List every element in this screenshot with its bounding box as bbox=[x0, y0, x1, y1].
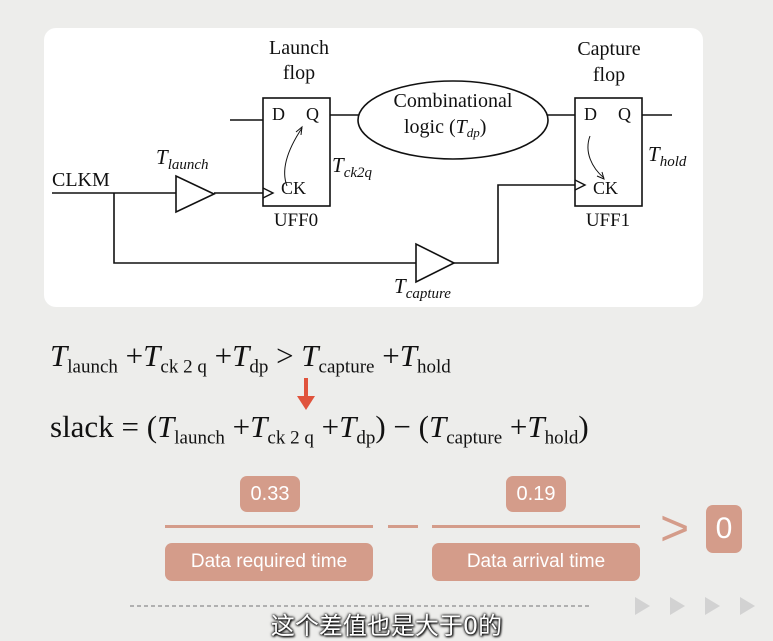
slack-equation: slack = (Tlaunch +Tck 2 q +Tdp) − (Tcapt… bbox=[50, 409, 589, 450]
uff1-label: UFF1 bbox=[586, 210, 630, 231]
eq2-t-capture: T bbox=[428, 409, 447, 444]
uff1-hold-arrow bbox=[587, 135, 605, 179]
video-subtitle: 这个差值也是大于0的 bbox=[270, 612, 503, 640]
comb-logic-sub: dp bbox=[467, 125, 481, 140]
eq2-t-ck2q: T bbox=[250, 409, 268, 444]
value-badge-left: 0.33 bbox=[240, 476, 300, 512]
eq1-sub-hold: hold bbox=[416, 356, 451, 378]
capture-flop-label-line2: flop bbox=[593, 64, 625, 86]
eq1-sub-dp: dp bbox=[249, 356, 269, 378]
eq1-t-capture: T bbox=[301, 338, 319, 373]
uff1-pin-q: Q bbox=[618, 104, 631, 124]
eq2-right-paren-2: ) bbox=[578, 409, 589, 444]
comb-logic-T: T bbox=[456, 116, 469, 138]
eq1-sub-capture: capture bbox=[318, 356, 375, 378]
eq1-sub-launch: launch bbox=[67, 356, 118, 378]
eq2-sub-capture: capture bbox=[446, 427, 503, 449]
t-hold-label: Thold bbox=[648, 142, 687, 170]
uff1-clock-marker bbox=[574, 179, 587, 191]
play-arrow-icon bbox=[740, 597, 755, 615]
circuit-diagram-panel: Launch flop Capture flop D Q CK UFF0 D Q… bbox=[44, 28, 703, 307]
t-launch-label: Tlaunch bbox=[156, 145, 209, 173]
uff0-pin-d: D bbox=[272, 104, 285, 124]
launch-flop-label-line1: Launch bbox=[269, 37, 329, 59]
capture-clock-wire bbox=[454, 184, 575, 264]
eq2-slack: slack bbox=[50, 409, 114, 444]
eq2-sub-launch: launch bbox=[174, 427, 225, 449]
t-launch-T: T bbox=[156, 145, 169, 169]
play-arrow-icon bbox=[635, 597, 650, 615]
eq2-left-paren-1: ( bbox=[146, 409, 158, 444]
data-arrival-time-label: Data arrival time bbox=[432, 543, 640, 581]
uff0-pin-q: Q bbox=[306, 104, 319, 124]
launch-clock-buffer bbox=[175, 174, 216, 214]
eq1-t-hold: T bbox=[399, 338, 417, 373]
uff0-pin-ck: CK bbox=[281, 178, 306, 198]
t-hold-sub: hold bbox=[660, 154, 687, 170]
red-down-arrow-icon bbox=[297, 378, 315, 410]
play-arrow-icon bbox=[705, 597, 720, 615]
t-hold-T: T bbox=[648, 142, 661, 166]
capture-flop-box bbox=[574, 97, 643, 207]
setup-inequality: Tlaunch +Tck 2 q +Tdp > Tcapture +Thold bbox=[50, 338, 451, 379]
eq2-sub-ck2q: ck 2 q bbox=[267, 427, 314, 449]
eq2-t-dp: T bbox=[339, 409, 357, 444]
minus-dash bbox=[388, 525, 418, 528]
comb-logic-text: logic ( bbox=[404, 116, 456, 138]
capture-flop-label-line1: Capture bbox=[577, 38, 640, 60]
t-ck2q-sub: ck2q bbox=[344, 165, 373, 181]
t-capture-label: Tcapture bbox=[394, 274, 451, 302]
eq2-left-paren-2: ( bbox=[418, 409, 429, 444]
eq2-right-paren-1: ) bbox=[375, 409, 386, 444]
uff0-clk-to-q-arrow bbox=[284, 127, 303, 187]
value-badge-right: 0.19 bbox=[506, 476, 566, 512]
t-capture-T: T bbox=[394, 274, 407, 298]
eq2-plus-1: + bbox=[232, 409, 251, 444]
comb-logic-close: ) bbox=[480, 116, 487, 138]
timing-circuit-diagram: Launch flop Capture flop D Q CK UFF0 D Q… bbox=[52, 37, 687, 302]
capture-clock-path-wire bbox=[113, 193, 416, 264]
zero-badge: 0 bbox=[706, 505, 742, 553]
play-arrow-icon bbox=[670, 597, 685, 615]
eq1-t-dp: T bbox=[232, 338, 250, 373]
right-underline bbox=[432, 525, 640, 528]
eq1-t-launch: T bbox=[50, 338, 68, 373]
eq2-sub-dp: dp bbox=[356, 427, 376, 449]
clkm-label: CLKM bbox=[52, 169, 110, 191]
uff1-pin-ck: CK bbox=[593, 178, 618, 198]
comb-logic-label-line2: logic (Tdp) bbox=[404, 116, 486, 140]
combinational-logic-cloud bbox=[357, 80, 549, 160]
greater-than-symbol: > bbox=[660, 500, 690, 556]
data-required-time-label: Data required time bbox=[165, 543, 373, 581]
launch-flop-label-line2: flop bbox=[283, 62, 315, 84]
eq1-plus-2: + bbox=[214, 338, 233, 373]
t-ck2q-label: Tck2q bbox=[332, 153, 373, 181]
launch-flop-box bbox=[262, 97, 331, 207]
t-capture-sub: capture bbox=[406, 286, 452, 302]
eq1-sub-ck2q: ck 2 q bbox=[160, 356, 207, 378]
eq2-t-launch: T bbox=[157, 409, 175, 444]
uff0-label: UFF0 bbox=[274, 210, 318, 231]
eq1-plus-1: + bbox=[125, 338, 144, 373]
t-launch-sub: launch bbox=[168, 157, 209, 173]
eq1-greater-than: > bbox=[276, 338, 294, 373]
eq2-plus-2: + bbox=[321, 409, 340, 444]
decorative-arrow-row bbox=[130, 597, 755, 615]
eq2-minus: − bbox=[393, 409, 411, 444]
uff0-clk-to-q-arrowhead bbox=[295, 125, 303, 136]
eq2-sub-hold: hold bbox=[544, 427, 579, 449]
eq2-t-hold: T bbox=[527, 409, 545, 444]
comb-logic-label-line1: Combinational bbox=[394, 90, 513, 112]
uff0-clock-marker bbox=[262, 187, 275, 199]
uff1-pin-d: D bbox=[584, 104, 597, 124]
uff1-hold-arrowhead bbox=[596, 171, 605, 180]
capture-clock-buffer bbox=[415, 242, 456, 284]
eq1-plus-3: + bbox=[382, 338, 400, 373]
eq1-t-ck2q: T bbox=[143, 338, 161, 373]
eq2-equals: = bbox=[121, 409, 139, 444]
left-underline bbox=[165, 525, 373, 528]
eq2-plus-3: + bbox=[509, 409, 528, 444]
t-ck2q-T: T bbox=[332, 153, 345, 177]
